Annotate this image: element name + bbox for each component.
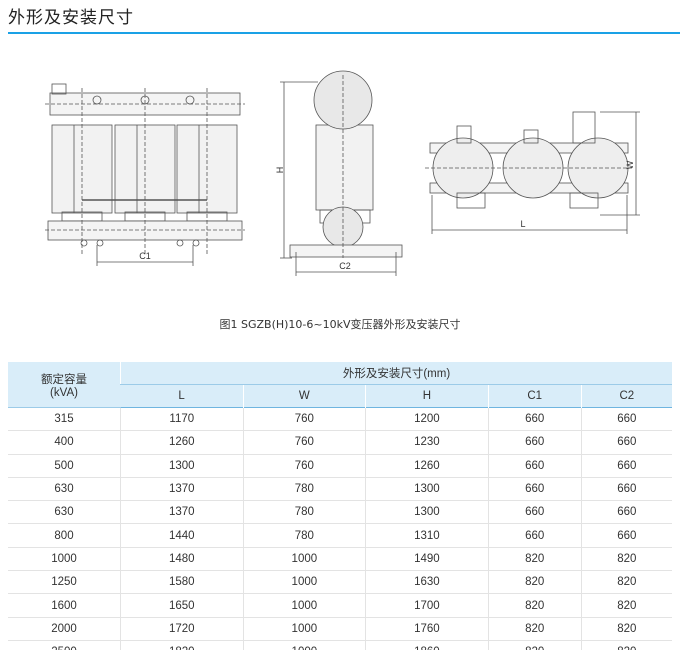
table-cell: 1000 (242, 593, 366, 618)
c1-dimension-label: C1 (139, 251, 151, 261)
table-cell: 1000 (242, 640, 366, 650)
table-cell: 820 (580, 593, 672, 618)
capacity-header: 额定容量(kVA) (8, 362, 121, 408)
table-cell: 780 (242, 500, 366, 525)
table-cell: 780 (242, 477, 366, 502)
table-cell: 660 (487, 430, 582, 455)
table-cell: 660 (580, 454, 672, 478)
table-cell: 820 (580, 640, 672, 650)
table-cell: 1720 (120, 617, 244, 641)
table-cell: 820 (580, 570, 672, 595)
table-cell: 1600 (8, 593, 121, 618)
table-cell: 1250 (8, 570, 121, 595)
table-cell: 660 (580, 523, 672, 548)
table-cell: 500 (8, 454, 121, 478)
table-cell: 1650 (120, 593, 244, 618)
table-cell: 1700 (365, 593, 489, 618)
table-cell: 1630 (365, 570, 489, 595)
table-cell: 1230 (365, 430, 489, 455)
dimensions-group-header: 外形及安装尺寸(mm) (120, 362, 672, 385)
side-view-drawing: H C2 (275, 70, 403, 276)
table-cell: 1370 (120, 477, 244, 502)
table-cell: 820 (580, 547, 672, 572)
table-cell: 1440 (120, 523, 244, 548)
table-cell: 660 (487, 477, 582, 502)
title-divider (8, 32, 680, 34)
capacity-header-line1: 额定容量 (41, 373, 87, 386)
h-dimension-label: H (275, 167, 285, 174)
table-cell: 660 (487, 500, 582, 525)
column-header-h: H (365, 384, 489, 408)
table-cell: 1820 (120, 640, 244, 650)
table-cell: 660 (487, 454, 582, 478)
table-cell: 1000 (242, 570, 366, 595)
c2-dimension-label: C2 (339, 261, 351, 271)
l-dimension-label: L (520, 219, 525, 229)
table-cell: 1000 (242, 547, 366, 572)
table-cell: 820 (487, 593, 582, 618)
table-cell: 1170 (120, 407, 244, 432)
table-cell: 1580 (120, 570, 244, 595)
table-cell: 660 (580, 500, 672, 525)
table-cell: 660 (580, 407, 672, 432)
table-cell: 760 (242, 430, 366, 455)
table-cell: 660 (580, 430, 672, 455)
table-cell: 820 (487, 547, 582, 572)
table-cell: 660 (580, 477, 672, 502)
table-cell: 1300 (365, 477, 489, 502)
figure-caption: 图1 SGZB(H)10-6~10kV变压器外形及安装尺寸 (219, 318, 461, 331)
table-row: 2500182010001860820820 (8, 640, 672, 650)
column-header-w: W (242, 384, 366, 408)
table-cell: 1310 (365, 523, 489, 548)
table-cell: 630 (8, 477, 121, 502)
table-cell: 1370 (120, 500, 244, 525)
table-cell: 630 (8, 500, 121, 525)
column-header-l: L (120, 384, 244, 408)
table-cell: 800 (8, 523, 121, 548)
table-cell: 820 (487, 640, 582, 650)
table-cell: 1480 (120, 547, 244, 572)
table-cell: 1760 (365, 617, 489, 641)
table-cell: 400 (8, 430, 121, 455)
table-cell: 780 (242, 523, 366, 548)
table-cell: 315 (8, 407, 121, 432)
table-cell: 1860 (365, 640, 489, 650)
top-view-drawing: L W (425, 111, 640, 234)
table-cell: 1300 (120, 454, 244, 478)
table-cell: 1260 (120, 430, 244, 455)
section-title: 外形及安装尺寸 (8, 8, 134, 28)
front-view-drawing: C1 (45, 83, 245, 266)
table-cell: 820 (487, 570, 582, 595)
table-cell: 1490 (365, 547, 489, 572)
table-cell: 1260 (365, 454, 489, 478)
table-cell: 1200 (365, 407, 489, 432)
table-cell: 820 (580, 617, 672, 641)
capacity-header-unit: (kVA) (50, 386, 78, 399)
column-header-c2: C2 (580, 384, 672, 408)
table-cell: 2500 (8, 640, 121, 650)
transformer-outline-drawings: C1 H C2 L W (45, 70, 640, 276)
w-dimension-label: W (625, 160, 635, 169)
table-cell: 2000 (8, 617, 121, 641)
table-cell: 660 (487, 407, 582, 432)
table-cell: 660 (487, 523, 582, 548)
table-cell: 760 (242, 407, 366, 432)
table-cell: 1000 (8, 547, 121, 572)
table-cell: 1300 (365, 500, 489, 525)
column-header-c1: C1 (487, 384, 582, 408)
table-cell: 820 (487, 617, 582, 641)
table-cell: 1000 (242, 617, 366, 641)
table-cell: 760 (242, 454, 366, 478)
